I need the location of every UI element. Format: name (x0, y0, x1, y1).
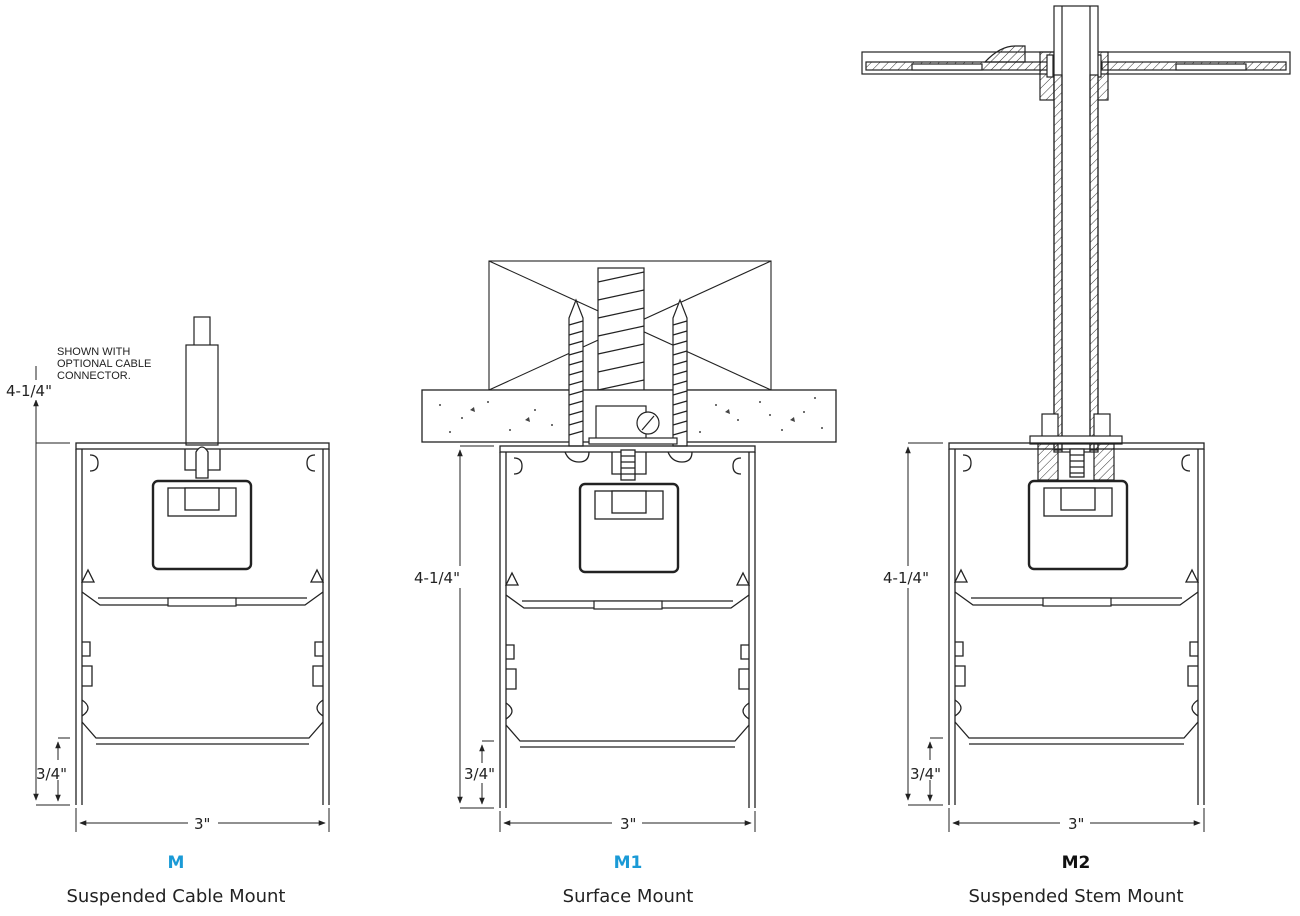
mount-title-m: Suspended Cable Mount (66, 886, 286, 907)
fixture-housing (75, 442, 330, 805)
width-dimension-m1: 3" (620, 815, 636, 833)
mounting-clip-m2 (1027, 448, 1129, 571)
mount-title-m1: Surface Mount (562, 886, 694, 907)
stem-hardware (1029, 413, 1123, 481)
note-line-1: SHOWN WITH (57, 346, 130, 358)
height-label-bg (6, 380, 64, 400)
mounting-clip (151, 446, 253, 571)
lens-clip-m1 (593, 600, 663, 610)
concrete-texture (439, 397, 823, 433)
height-dimension-m2: 4-1/4" (883, 569, 929, 587)
note-line-3: CONNECTOR. (57, 370, 131, 382)
lens-dimension-m1: 3/4" (464, 765, 495, 783)
mount-code-m1: M1 (613, 853, 643, 873)
fixture-housing-m2 (948, 442, 1205, 805)
height-label-bg-m1 (412, 566, 466, 588)
cable-mount-dimensions (33, 366, 330, 832)
height-dimension-m: 4-1/4" (6, 382, 52, 400)
stem-tube (1053, 5, 1099, 453)
height-label-bg-m2 (880, 566, 936, 588)
flex-conduit (597, 267, 645, 407)
cable-connector (185, 344, 219, 446)
conduit-fitting (588, 405, 678, 445)
stem-mount-drawing (861, 5, 1291, 832)
height-dimension-m1: 4-1/4" (414, 569, 460, 587)
stem-mount-dimensions (905, 442, 1205, 832)
cable-mount-drawing (6, 316, 330, 832)
mount-title-m2: Suspended Stem Mount (968, 886, 1184, 907)
surface-mount-drawing (412, 260, 837, 832)
width-dimension-m2: 3" (1068, 815, 1084, 833)
note-line-2: OPTIONAL CABLE (57, 358, 151, 370)
surface-mount-dimensions (457, 445, 756, 832)
mounting-screws (568, 298, 688, 447)
mounting-clip-m1 (564, 449, 693, 574)
width-dimension-m: 3" (194, 815, 210, 833)
lens-dimension-m: 3/4" (36, 765, 67, 783)
mount-code-m: M (167, 853, 185, 873)
mount-code-m2: M2 (1061, 853, 1091, 873)
cable-gripper-tip (193, 316, 211, 348)
lens-clip-m2 (1042, 597, 1112, 607)
lens-dimension-m2: 3/4" (910, 765, 941, 783)
lens-clip (167, 597, 237, 607)
